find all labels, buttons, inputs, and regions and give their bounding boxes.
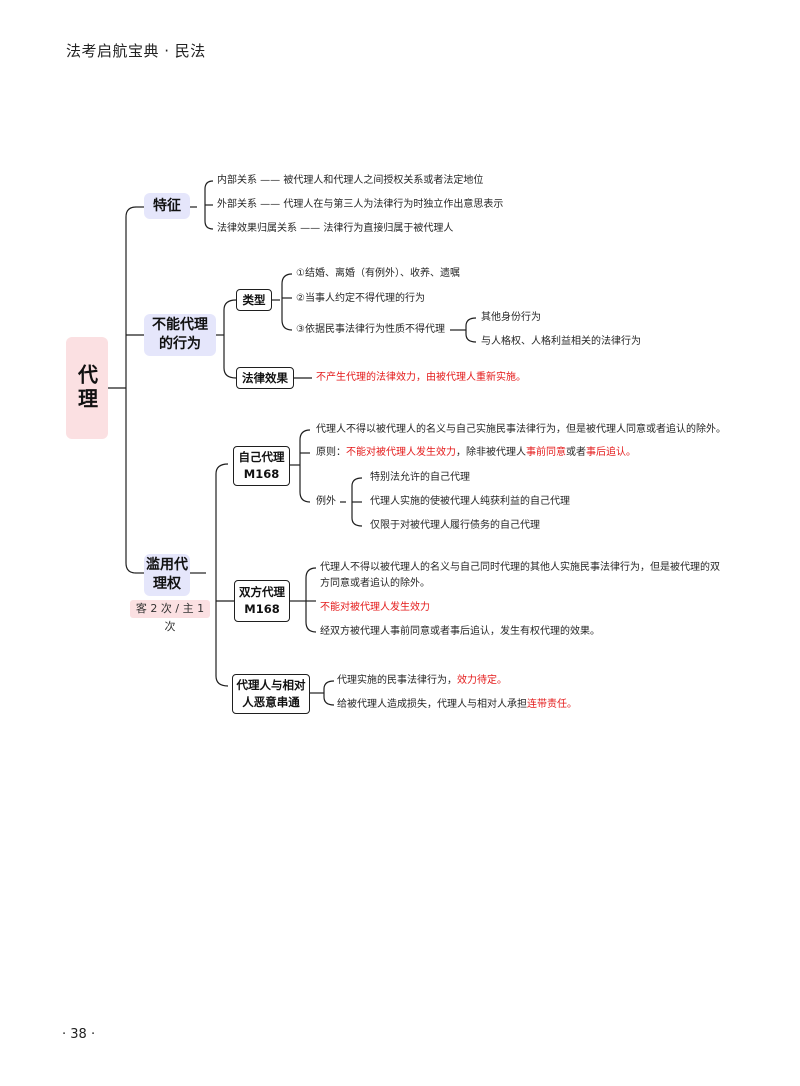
dual-agency-ratification: 经双方被代理人事前同意或者事后追认，发生有权代理的效果。 bbox=[320, 626, 600, 637]
root-node-agency: 代理 bbox=[66, 337, 108, 439]
legal-effect-text: 不产生代理的法律效力，由被代理人重新实施。 bbox=[316, 372, 526, 383]
collusion-effect-prefix: 代理实施的民事法律行为， bbox=[337, 675, 457, 686]
node-malicious-collusion: 代理人与相对人恶意串通 bbox=[232, 674, 310, 714]
principle-mid: ，除非被代理人 bbox=[456, 447, 526, 458]
feature-external: 外部关系 —— 代理人在与第三人为法律行为时独立作出意思表示 bbox=[217, 199, 504, 210]
type-item-3-sub-1: 其他身份行为 bbox=[481, 312, 541, 323]
type-item-1: ①结婚、离婚（有例外）、收养、遗嘱 bbox=[296, 268, 460, 279]
collusion-joint-liability: 连带责任。 bbox=[527, 699, 577, 710]
collusion-effect-pending: 效力待定。 bbox=[457, 675, 507, 686]
principle-no-effect: 不能对被代理人发生效力 bbox=[346, 447, 456, 458]
header-title: 法考启航宝典 · 民法 bbox=[66, 42, 206, 60]
exception-item-1: 特别法允许的自己代理 bbox=[370, 472, 470, 483]
collusion-liability: 给被代理人造成损失，代理人与相对人承担连带责任。 bbox=[337, 698, 577, 712]
feature-effect: 法律效果归属关系 —— 法律行为直接归属于被代理人 bbox=[217, 223, 454, 234]
feature-internal: 内部关系 —— 被代理人和代理人之间授权关系或者法定地位 bbox=[217, 175, 484, 186]
principle-prefix: 原则： bbox=[316, 447, 346, 458]
self-agency-principle: 原则：不能对被代理人发生效力，除非被代理人事前同意或者事后追认。 bbox=[316, 446, 636, 460]
node-types: 类型 bbox=[236, 289, 272, 311]
node-abuse: 滥用代理权 bbox=[144, 554, 190, 596]
principle-or: 或者 bbox=[566, 447, 586, 458]
collusion-liability-prefix: 给被代理人造成损失，代理人与相对人承担 bbox=[337, 699, 527, 710]
node-self-agency: 自己代理 M168 bbox=[233, 446, 290, 486]
type-item-2: ②当事人约定不得代理的行为 bbox=[296, 293, 425, 304]
node-features: 特征 bbox=[144, 193, 190, 219]
exam-frequency-badge: 客 2 次 / 主 1 次 bbox=[130, 600, 210, 633]
dual-agency-no-effect: 不能对被代理人发生效力 bbox=[320, 602, 430, 613]
dual-agency-rule: 代理人不得以被代理人的名义与自己同时代理的其他人实施民事法律行为，但是被代理的双 bbox=[320, 562, 720, 573]
type-item-3-sub-2: 与人格权、人格利益相关的法律行为 bbox=[481, 336, 641, 347]
exception-item-2: 代理人实施的使被代理人纯获利益的自己代理 bbox=[370, 496, 570, 507]
principle-prior-consent: 事前同意 bbox=[526, 447, 566, 458]
self-agency-exception-label: 例外 bbox=[316, 496, 336, 507]
collusion-effect: 代理实施的民事法律行为，效力待定。 bbox=[337, 674, 507, 688]
node-non-agency: 不能代理的行为 bbox=[144, 314, 216, 356]
node-legal-effect: 法律效果 bbox=[236, 367, 294, 389]
type-item-3: ③依据民事法律行为性质不得代理 bbox=[296, 324, 445, 335]
node-dual-agency: 双方代理 M168 bbox=[234, 580, 290, 622]
page-number: · 38 · bbox=[62, 1027, 96, 1042]
principle-ratification: 事后追认。 bbox=[586, 447, 636, 458]
exception-item-3: 仅限于对被代理人履行债务的自己代理 bbox=[370, 520, 540, 531]
dual-agency-rule-cont: 方同意或者追认的除外。 bbox=[320, 578, 430, 589]
self-agency-rule: 代理人不得以被代理人的名义与自己实施民事法律行为，但是被代理人同意或者追认的除外… bbox=[316, 424, 726, 435]
